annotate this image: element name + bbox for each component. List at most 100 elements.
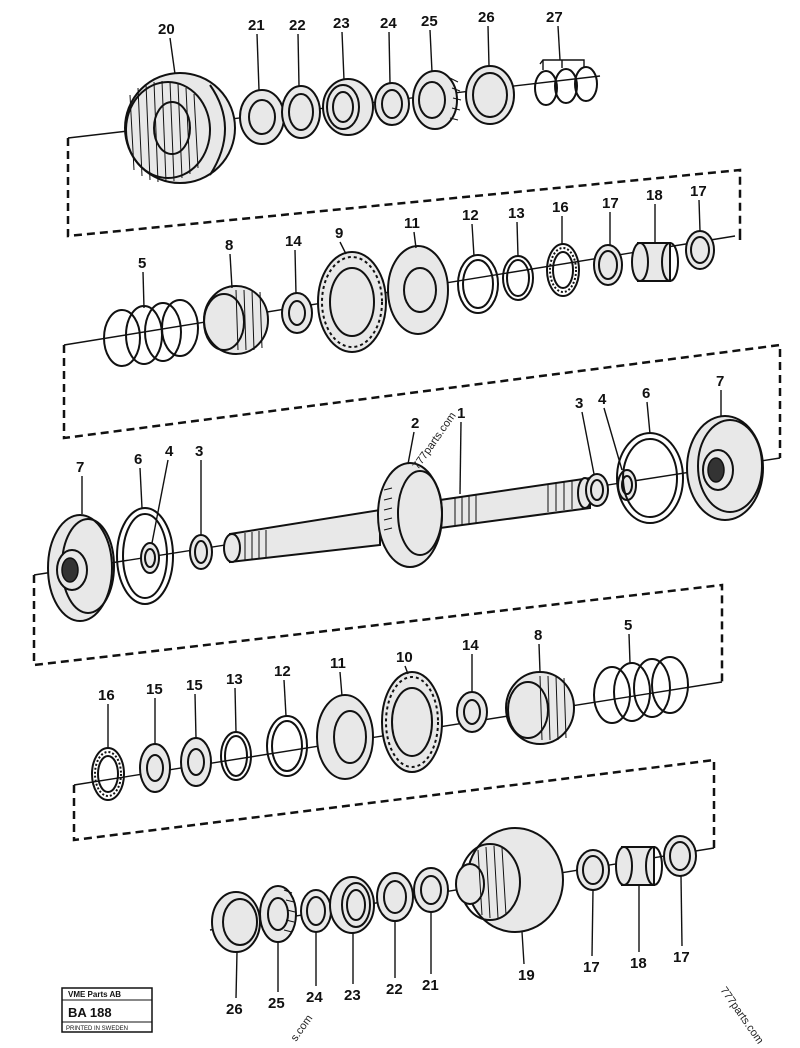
callout-16: 16 — [552, 199, 569, 216]
callout-22-lower: 22 — [386, 981, 403, 998]
callout-19: 19 — [518, 967, 535, 984]
part-15-washer-a — [139, 743, 171, 793]
watermark-bottom-right: 777parts.com — [718, 985, 766, 1046]
callout-18-lower: 18 — [630, 955, 647, 972]
part-27-ring-set — [534, 59, 598, 106]
part-13-ring-lower — [220, 731, 252, 781]
part-2-gear-flange — [377, 462, 443, 568]
callout-7-left: 7 — [76, 459, 84, 476]
callouts-row-1: 20 21 22 23 24 25 26 27 — [158, 9, 563, 91]
part-12-ring — [457, 254, 499, 314]
part-21-washer — [239, 89, 285, 145]
callout-17-a: 17 — [602, 195, 619, 212]
row-4-assembly: 16 15 15 13 12 11 10 14 8 5 — [72, 617, 723, 848]
callout-26: 26 — [478, 9, 495, 26]
callout-10: 10 — [396, 649, 413, 666]
callout-25: 25 — [421, 13, 438, 30]
callouts-row-5: 26 25 24 23 22 21 19 17 18 17 — [226, 875, 690, 1018]
part-4-ring-left — [140, 542, 160, 574]
part-24-ring-lower — [300, 889, 332, 933]
callout-3-right: 3 — [575, 395, 583, 412]
callout-9: 9 — [335, 225, 343, 242]
part-24-ring — [374, 82, 410, 126]
callout-24: 24 — [380, 15, 397, 32]
callout-15-b: 15 — [186, 677, 203, 694]
row-1-assembly: 20 21 22 23 24 25 26 27 — [66, 9, 742, 238]
part-26-bearing-cup — [465, 65, 515, 125]
callout-13-lower: 13 — [226, 671, 243, 688]
part-19-gear-ring — [455, 827, 564, 933]
part-8-splined-hub-lower — [505, 671, 575, 745]
dashed-connector-2 — [62, 232, 782, 458]
part-3-snap-ring-right — [585, 473, 609, 507]
callout-21: 21 — [248, 17, 265, 34]
callout-8-lower: 8 — [534, 627, 542, 644]
callout-17-b: 17 — [690, 183, 707, 200]
callout-7-right: 7 — [716, 373, 724, 390]
part-17-bearing-cup-a — [593, 244, 623, 286]
part-20-gear-ring — [124, 72, 236, 184]
part-8-splined-hub — [203, 285, 269, 355]
part-18-sleeve — [631, 242, 679, 282]
part-4-ring-right — [617, 469, 637, 501]
callout-11-lower: 11 — [330, 655, 346, 672]
title-stamp: VME Parts AB BA 188 PRINTED IN SWEDEN — [61, 987, 153, 1033]
callouts-row-4: 16 15 15 13 12 11 10 14 8 5 — [98, 617, 632, 748]
callouts-row-2: 5 8 14 9 11 12 13 16 17 18 17 — [138, 183, 707, 309]
stamp-company: VME Parts AB — [68, 990, 121, 999]
callout-6-right: 6 — [642, 385, 650, 402]
callout-23-lower: 23 — [344, 987, 361, 1004]
dashed-connector-3 — [32, 575, 724, 682]
stamp-code: BA 188 — [68, 1005, 112, 1020]
part-17-bearing-cup-b — [685, 230, 715, 270]
part-15-washer-b — [180, 737, 212, 787]
part-16-needle-bearing — [546, 243, 580, 297]
part-23-bearing-ring-lower — [329, 876, 375, 934]
callout-24-lower: 24 — [306, 989, 323, 1006]
stamp-printed: PRINTED IN SWEDEN — [66, 1026, 128, 1032]
part-7-pressure-plate-right — [686, 415, 764, 521]
callout-27: 27 — [546, 9, 563, 26]
part-23-bearing-ring — [322, 78, 374, 136]
row-5-assembly: 26 25 24 23 22 21 19 17 18 17 — [209, 827, 715, 1018]
part-16-needle-bearing-lower — [91, 747, 125, 801]
callout-13: 13 — [508, 205, 525, 222]
callout-14: 14 — [285, 233, 302, 250]
row-3-main-shaft-assembly: 2 1 3 4 6 7 7 6 4 3 — [32, 373, 781, 682]
part-9-friction-disc — [317, 251, 387, 353]
part-10-friction-disc — [381, 671, 443, 773]
callout-17-lower-b: 17 — [673, 949, 690, 966]
part-17-bearing-cup-lower-a — [576, 849, 610, 891]
callout-15-a: 15 — [146, 681, 163, 698]
callout-2: 2 — [411, 415, 419, 432]
callout-8: 8 — [225, 237, 233, 254]
callout-21-lower: 21 — [422, 977, 439, 994]
callout-18: 18 — [646, 187, 663, 204]
part-14-split-ring — [281, 292, 313, 334]
part-5-spring-rings-lower — [593, 656, 689, 724]
part-26-bearing-cup-lower — [211, 891, 261, 953]
callout-5-lower: 5 — [624, 617, 632, 634]
callout-25-lower: 25 — [268, 995, 285, 1012]
part-3-snap-ring-left — [189, 534, 213, 570]
dashed-connector-1 — [66, 138, 742, 238]
part-13-ring — [502, 255, 534, 301]
part-22-ring-lower — [376, 872, 414, 922]
callout-6-left: 6 — [134, 451, 142, 468]
callout-12-lower: 12 — [274, 663, 291, 680]
callout-12: 12 — [462, 207, 479, 224]
callout-22: 22 — [289, 17, 306, 34]
part-17-bearing-cup-lower-b — [663, 835, 697, 877]
part-21-washer-lower — [413, 867, 449, 913]
part-12-ring-lower — [266, 715, 308, 777]
callout-14-lower: 14 — [462, 637, 479, 654]
callout-17-lower-a: 17 — [583, 959, 600, 976]
callout-16-lower: 16 — [98, 687, 115, 704]
part-25-roller-bearing-lower — [259, 885, 297, 943]
part-22-ring — [281, 85, 321, 139]
callout-23: 23 — [333, 15, 350, 32]
callout-3-left: 3 — [195, 443, 203, 460]
callouts-row-3: 2 1 3 4 6 7 7 6 4 3 — [76, 373, 724, 544]
callout-5: 5 — [138, 255, 146, 272]
